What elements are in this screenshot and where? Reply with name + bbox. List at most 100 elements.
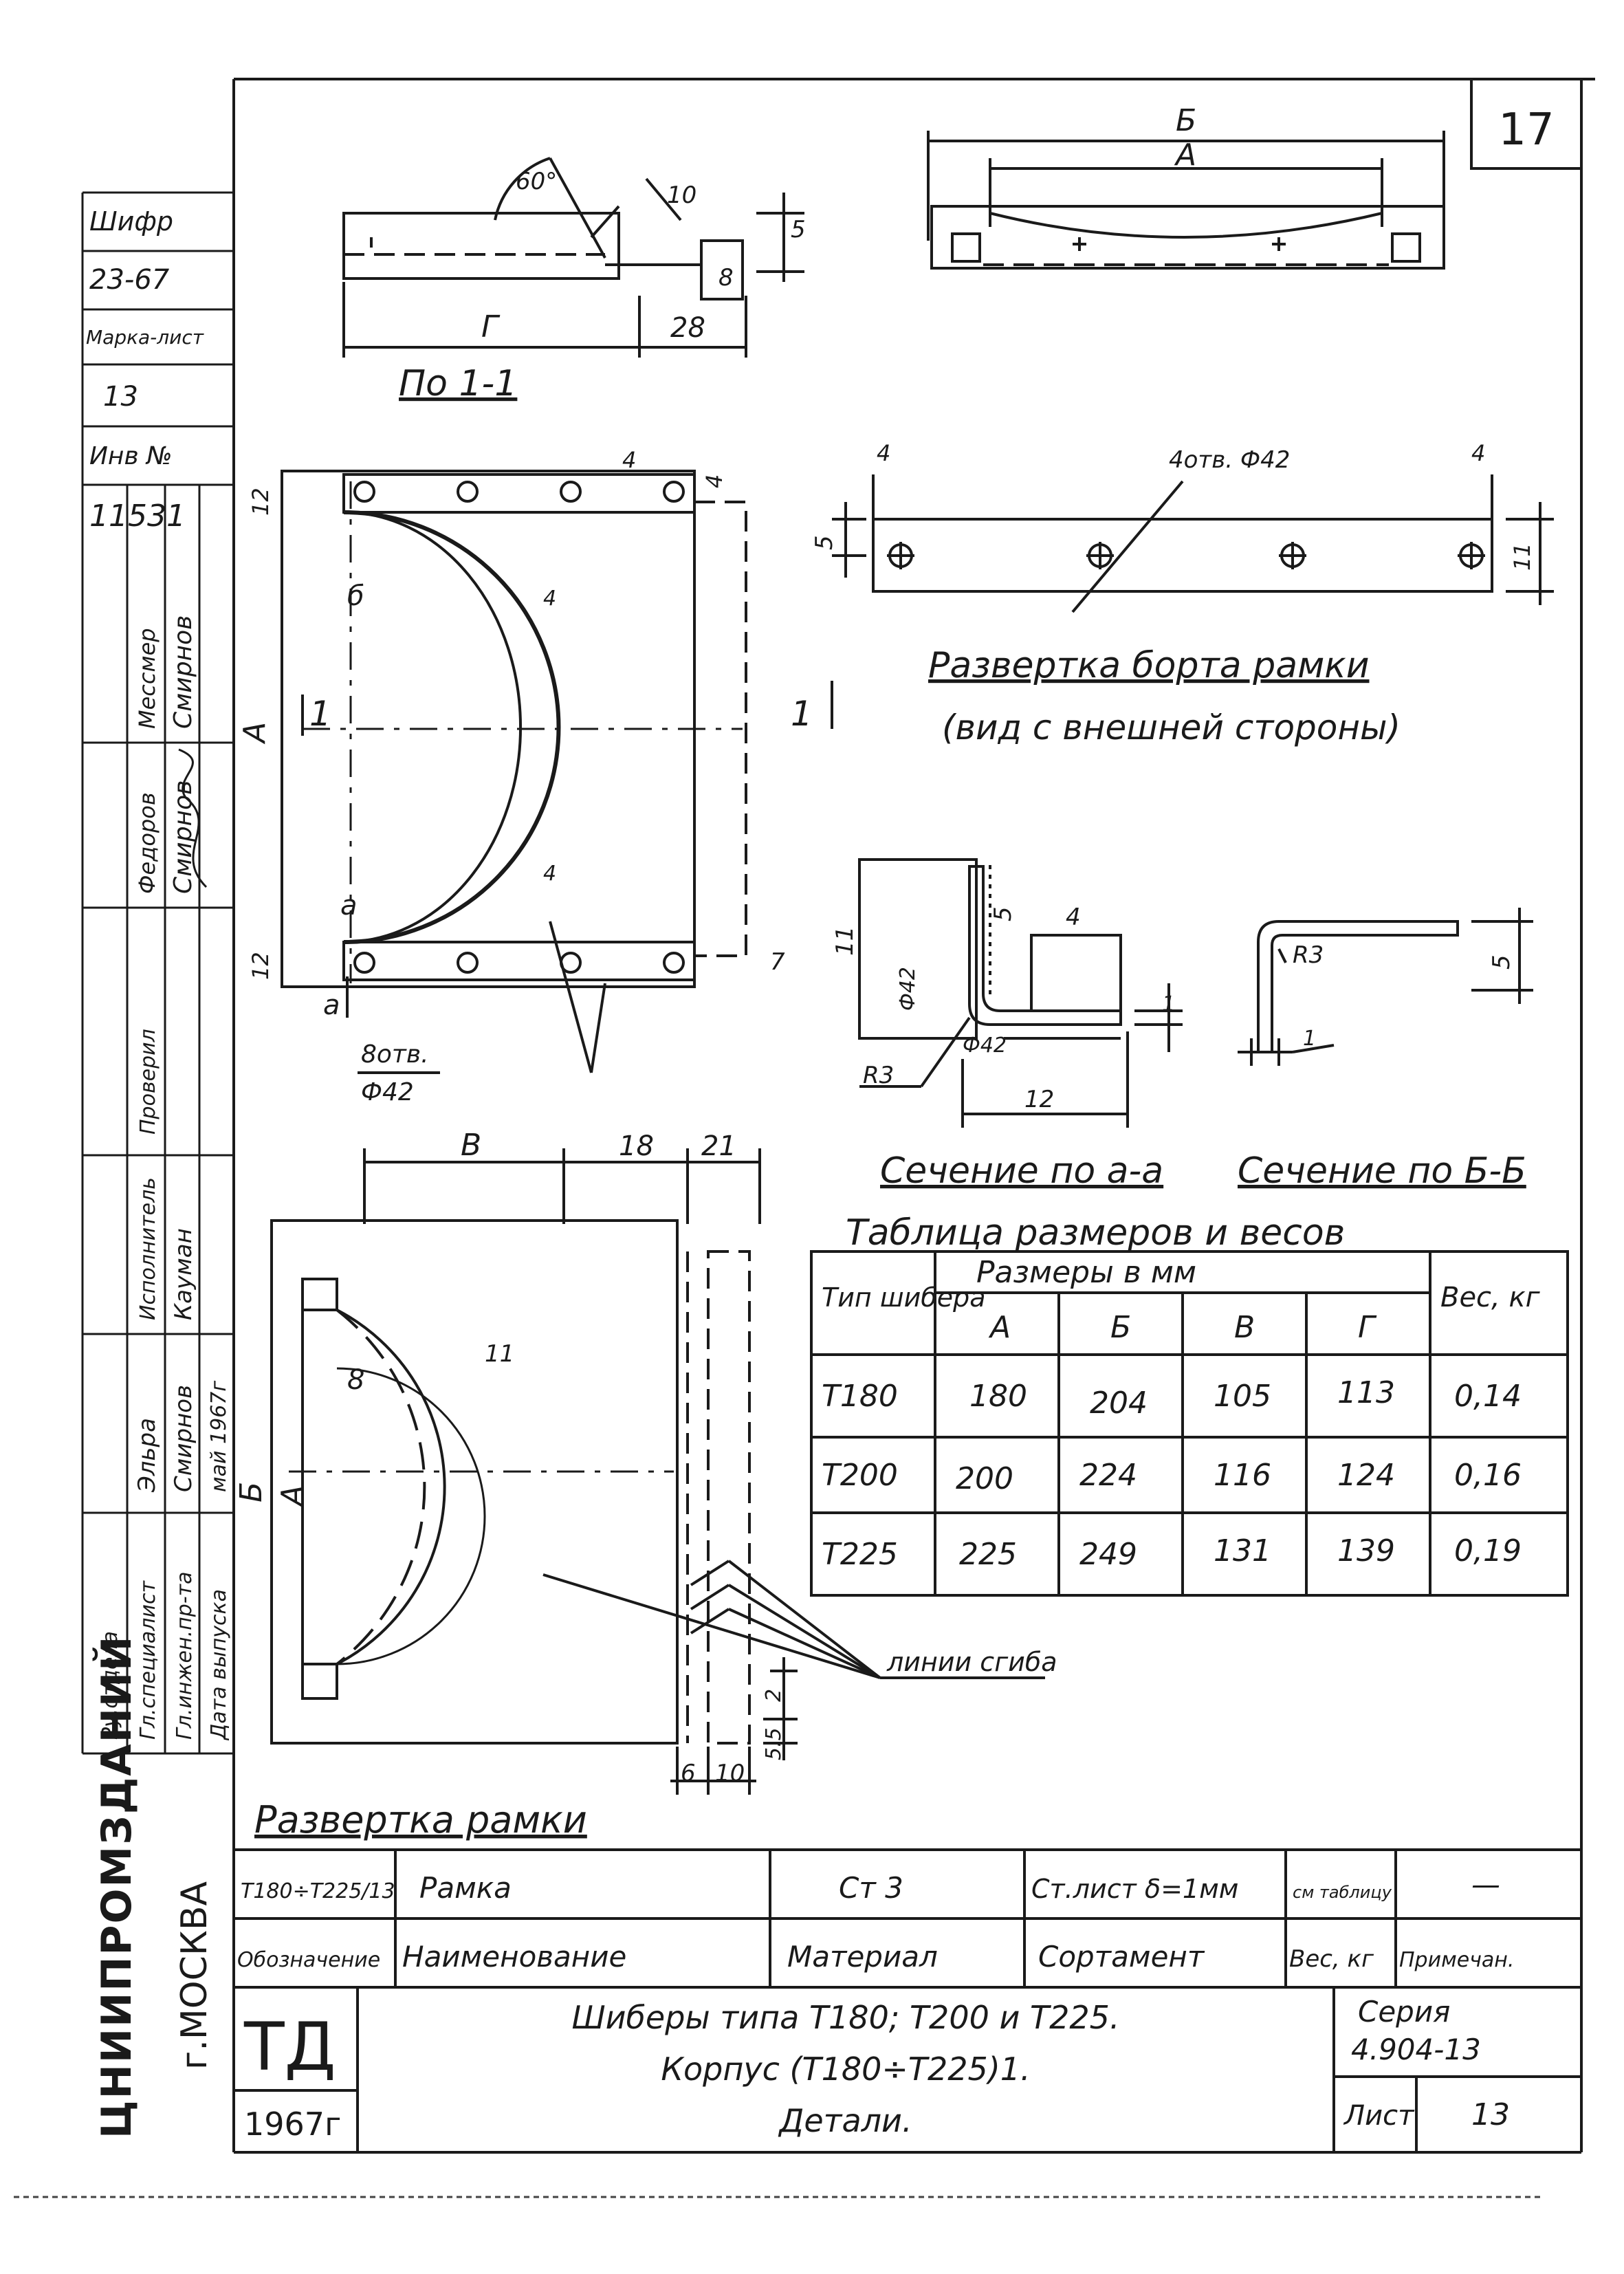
dim-60: 60° [516, 168, 557, 195]
table-sub-B: Б [1110, 1310, 1131, 1345]
table-cell: 139 [1337, 1533, 1395, 1568]
table-cell: 116 [1214, 1458, 1271, 1493]
table-cell: 0,16 [1454, 1458, 1522, 1493]
stamp-role-2: Гл.инжен.пр-та [173, 1571, 197, 1740]
strip-title: Развертка борта рамки [928, 645, 1370, 686]
frame-development-view [270, 1148, 1045, 1795]
lower-8: 8 [347, 1364, 364, 1396]
dim-4b: 4 [701, 474, 727, 488]
mark-1-left: 1 [309, 694, 331, 734]
signature-mark [178, 748, 208, 888]
table-title: Таблица размеров и весов [846, 1212, 1345, 1254]
stamp-role-1: Гл.специалист [136, 1580, 160, 1740]
sec-11: 11 [831, 926, 859, 956]
holes-8-dia: Ф42 [361, 1078, 414, 1106]
lower-B: В [461, 1128, 481, 1163]
title-line2: Корпус (Т180÷Т225)1. [661, 2051, 1030, 2088]
spec-name: Рамка [419, 1871, 512, 1905]
table-col-sizes: Размеры в мм [976, 1255, 1196, 1290]
sec-phi-a: Ф42 [896, 967, 920, 1011]
spec-h-name: Наименование [402, 1940, 626, 1974]
dim-12b: 12 [248, 952, 274, 980]
table-cell: 225 [959, 1537, 1017, 1572]
dim-8: 8 [718, 264, 734, 292]
mark-b: б [347, 580, 364, 612]
stamp-name-extra-1: Федоров [134, 792, 160, 894]
dim-12a: 12 [248, 488, 274, 516]
sec-5: 5 [989, 906, 1017, 921]
title-seria-label: Серия [1358, 1995, 1450, 2029]
section-1-1-label: По 1-1 [399, 363, 517, 404]
dim-11a: 11 [1509, 543, 1535, 571]
spec-h-designation: Обозначение [237, 1948, 380, 1972]
section-b-b [1238, 908, 1533, 1066]
table-cell: 224 [1079, 1458, 1137, 1493]
sec-r3b: R3 [1293, 941, 1324, 969]
strip-subtitle: (вид с внешней стороны) [942, 708, 1401, 747]
sec-r3a: R3 [863, 1062, 894, 1089]
dim-28: 28 [670, 312, 705, 344]
stamp-name-extra-2: Смирнов [169, 615, 197, 729]
left-stamp [81, 191, 234, 1755]
stamp-name-extra-0: Смирнов [169, 780, 197, 894]
sec-5b: 5 [1488, 954, 1515, 970]
lower-6: 6 [681, 1760, 696, 1787]
sec-phi-b: Ф42 [963, 1034, 1007, 1058]
holes-4: 4отв. Ф42 [1169, 446, 1290, 474]
spec-material: Ст 3 [839, 1871, 903, 1905]
dim-B-top: Б [1176, 103, 1196, 138]
title-list-value: 13 [1471, 2097, 1510, 2132]
table-cell: 249 [1079, 1537, 1137, 1572]
table-cell: Т180 [822, 1379, 898, 1414]
lower-11: 11 [485, 1340, 514, 1368]
dim-7: 7 [770, 948, 785, 976]
spec-h-weight: Вес, кг [1289, 1945, 1374, 1973]
stamp-signature-columns: Ру.отдела Гл.специалист Гл.инжен.пр-та Д… [98, 615, 231, 1741]
stamp-role-0: Ру.отдела [98, 1631, 122, 1740]
title-seria-value: 4.904-13 [1351, 2033, 1481, 2066]
table-cell: Т225 [822, 1537, 898, 1572]
mark-a-top: а [340, 890, 358, 921]
table-cell: 204 [1090, 1386, 1148, 1421]
table-cell: 113 [1337, 1375, 1395, 1410]
sec-4: 4 [1066, 904, 1081, 931]
dim-A-top: А [1174, 138, 1196, 173]
table-cell: 124 [1337, 1458, 1395, 1493]
spec-designation: Т180÷Т225/13 [241, 1879, 395, 1903]
stamp-role-3: Дата выпуска [207, 1589, 231, 1741]
mark-4-curve-a: 4 [543, 587, 556, 611]
stamp-name-1: Эльра [133, 1418, 161, 1493]
stamp-name-4: Кауман [170, 1228, 197, 1320]
section-a-a [858, 858, 1183, 1128]
dim-4a: 4 [622, 447, 636, 473]
dim-4c: 4 [877, 440, 890, 466]
spec-h-sortament: Сортамент [1038, 1940, 1205, 1974]
stamp-marka-value: 13 [103, 381, 138, 413]
lower-21: 21 [701, 1130, 736, 1162]
stamp-inv-label: Инв № [89, 442, 173, 470]
stamp-name-3: май 1967г [207, 1381, 231, 1492]
section-bb-label: Сечение по Б-Б [1238, 1150, 1526, 1192]
razvertka-ramki-title: Развертка рамки [254, 1798, 587, 1841]
title-block-grid [234, 1987, 1581, 2152]
stamp-inv-value: 11531 [89, 499, 186, 534]
stamp-name-2: Смирнов [170, 1385, 197, 1492]
lower-18: 18 [619, 1130, 654, 1162]
lower-10: 10 [715, 1760, 745, 1787]
table-col-type: Тип шибера [822, 1282, 986, 1313]
section-aa-label: Сечение по а-а [880, 1150, 1163, 1192]
top-left-profile [342, 157, 804, 358]
dim-5b: 5 [811, 535, 838, 550]
table-cell: 131 [1214, 1533, 1271, 1568]
stamp-role-4: Исполнитель [136, 1177, 160, 1320]
sheet-number: 17 [1498, 105, 1554, 155]
mark-a-bot: а [323, 990, 340, 1021]
sheet-frame [232, 78, 1595, 2154]
stamp-shifr-label: Шифр [89, 206, 173, 237]
stamp-shifr-value: 23-67 [89, 264, 170, 296]
spec-h-note: Примечан. [1399, 1948, 1514, 1972]
lower-A: А [275, 1485, 310, 1508]
dim-4d: 4 [1471, 440, 1485, 466]
holes-8: 8отв. [361, 1040, 429, 1069]
